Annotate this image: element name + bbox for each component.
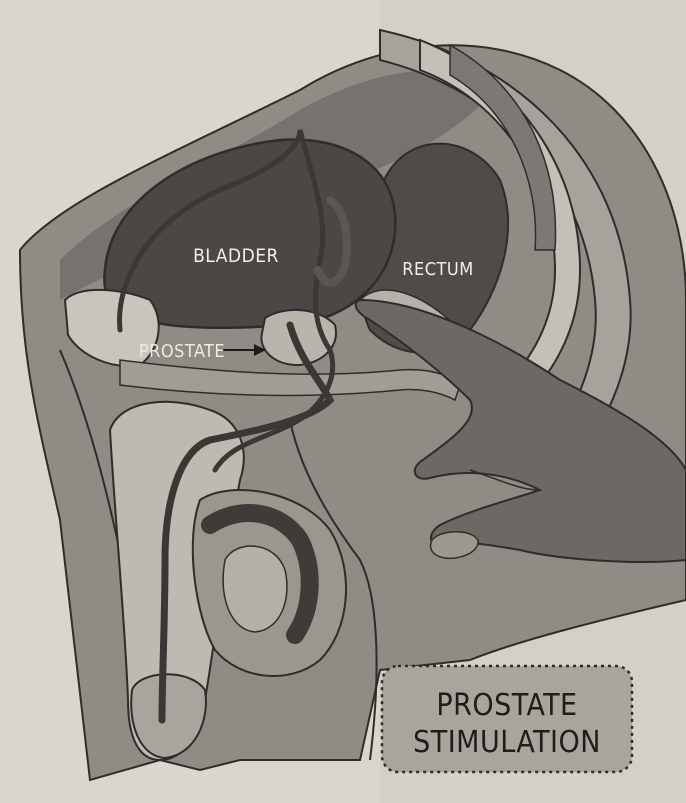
caption-line-2: STIMULATION bbox=[413, 725, 601, 760]
caption-line-1: PROSTATE bbox=[436, 688, 577, 723]
prostate-label: PROSTATE bbox=[139, 341, 225, 362]
rectum-label: RECTUM bbox=[402, 259, 474, 280]
bladder-label: BLADDER bbox=[193, 245, 279, 267]
